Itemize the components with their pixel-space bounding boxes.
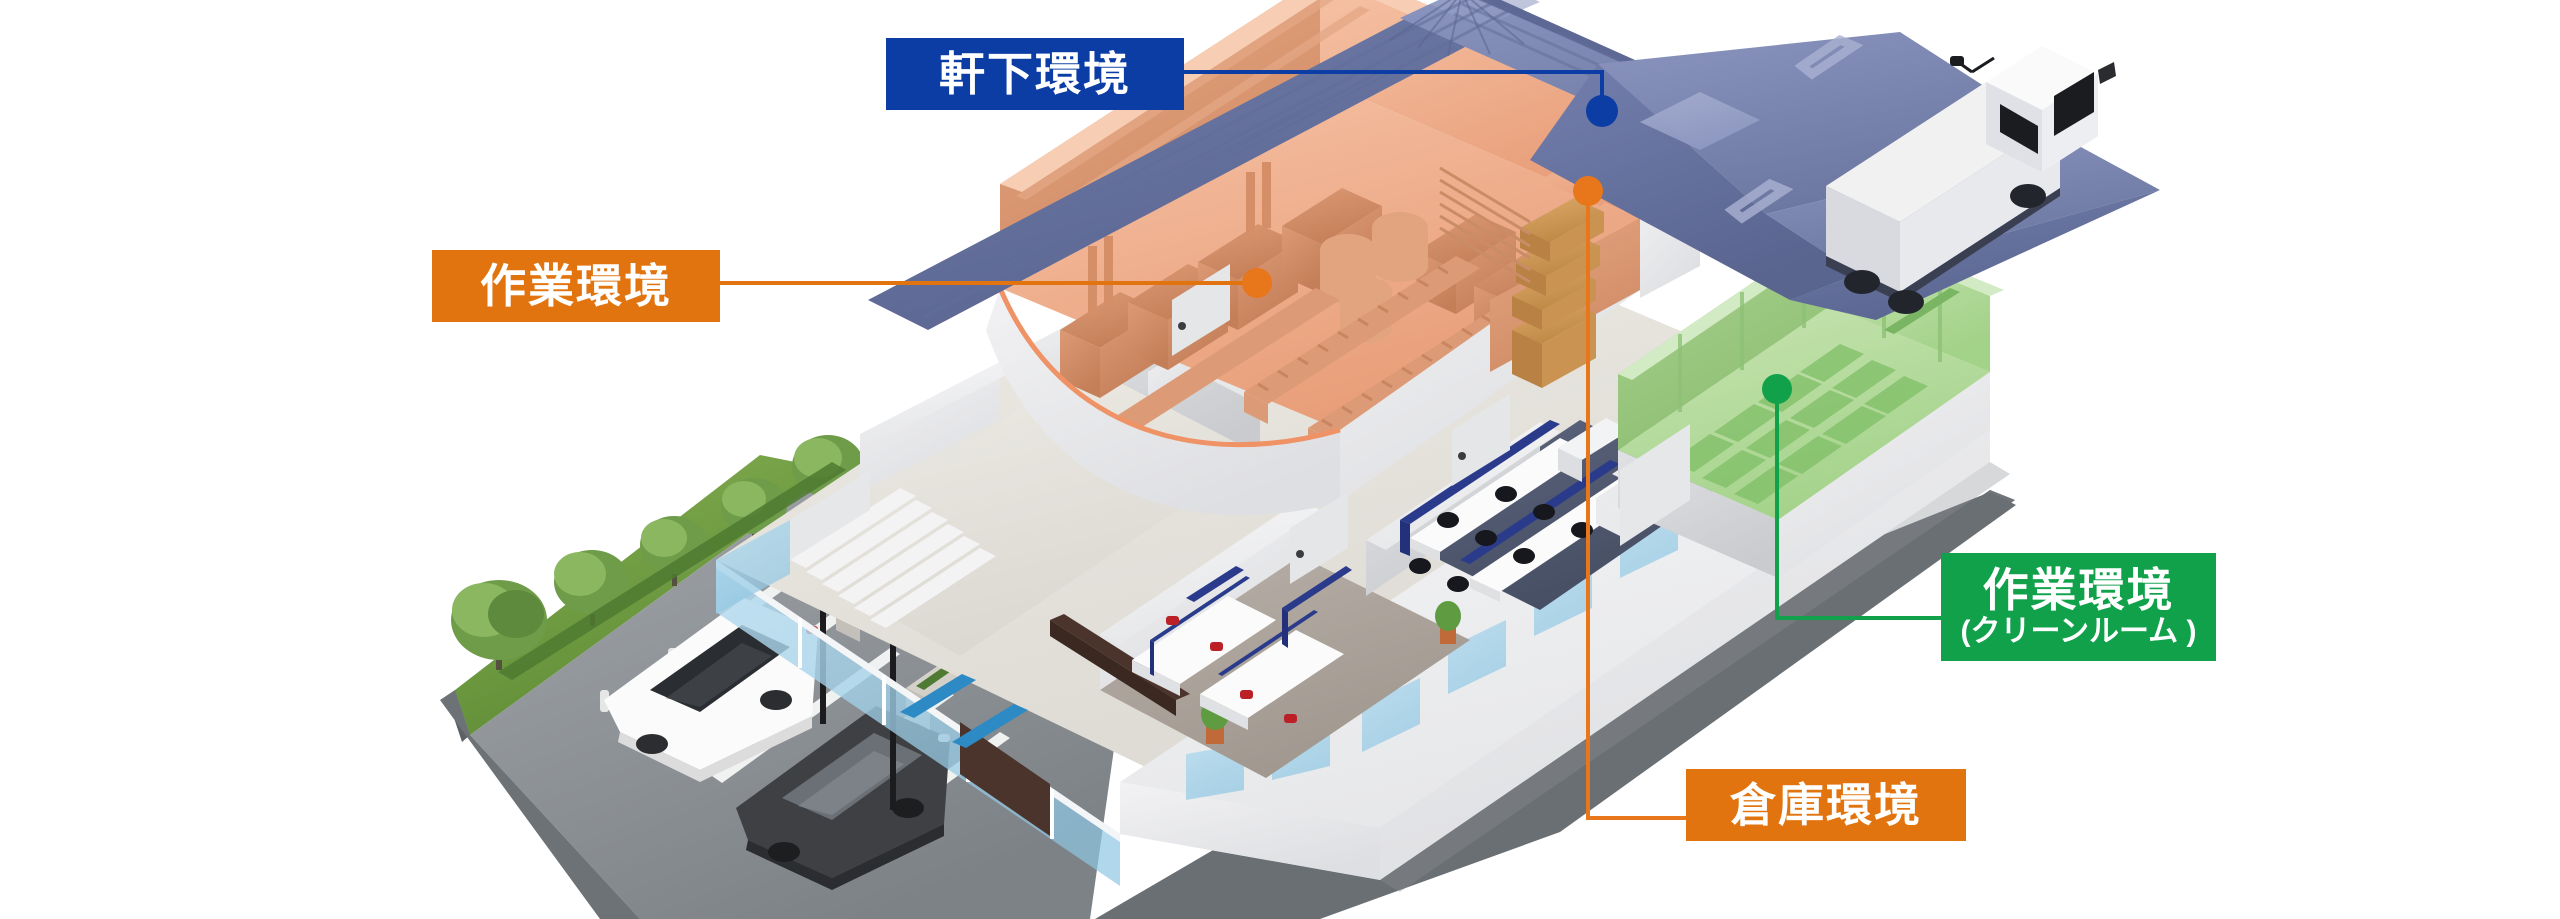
leader-line-work-horizontal bbox=[718, 281, 1258, 285]
dock-ledge bbox=[1640, 92, 1760, 150]
reception-counter-face bbox=[1050, 620, 1176, 716]
delivery-truck bbox=[1826, 46, 2116, 314]
interior-doors bbox=[1172, 264, 1510, 584]
cutaway-edge-highlight bbox=[997, 287, 1341, 448]
leader-line-cleanroom-vertical bbox=[1775, 388, 1779, 620]
stair-landing bbox=[790, 470, 870, 560]
callout-work-line1: 作業環境 bbox=[480, 259, 672, 312]
callout-cleanroom-line1: 作業環境 bbox=[1982, 564, 2175, 617]
callout-eaves-line1: 軒下環境 bbox=[939, 47, 1131, 100]
stairway bbox=[790, 488, 996, 628]
wooden-pallets bbox=[1512, 198, 1604, 388]
building-shadow bbox=[1380, 462, 2010, 892]
leader-line-cleanroom-horizontal bbox=[1775, 616, 1945, 620]
callout-work-environment[interactable]: 作業環境 bbox=[432, 250, 720, 322]
leader-dot-cleanroom bbox=[1762, 374, 1792, 404]
office-workstations bbox=[1132, 566, 1352, 730]
leader-line-warehouse-vertical bbox=[1586, 190, 1590, 820]
dark-sedan bbox=[736, 706, 950, 890]
leader-dot-warehouse bbox=[1573, 176, 1603, 206]
callout-eaves-environment[interactable]: 軒下環境 bbox=[886, 38, 1184, 110]
leader-dot-work bbox=[1242, 268, 1272, 298]
cutaway-edge-wall bbox=[986, 288, 1340, 516]
printer bbox=[1558, 418, 1630, 460]
hedge-row bbox=[498, 462, 846, 680]
cleanroom-door bbox=[1620, 424, 1690, 546]
leader-dot-eaves bbox=[1586, 95, 1618, 127]
callout-cleanroom-environment[interactable]: 作業環境 (クリーンルーム ) bbox=[1941, 553, 2216, 661]
lobby-side-glass bbox=[716, 520, 790, 614]
leader-line-warehouse-horizontal bbox=[1586, 816, 1692, 820]
potted-plant bbox=[1435, 601, 1461, 644]
leader-line-eaves-horizontal bbox=[1184, 70, 1604, 74]
callout-warehouse-line1: 倉庫環境 bbox=[1730, 778, 1922, 831]
callout-cleanroom-line2: (クリーンルーム ) bbox=[1960, 615, 2197, 649]
outdoor-bench bbox=[900, 674, 1028, 748]
leader-line-eaves-vertical bbox=[1600, 70, 1604, 110]
callout-warehouse-environment[interactable]: 倉庫環境 bbox=[1686, 769, 1966, 841]
